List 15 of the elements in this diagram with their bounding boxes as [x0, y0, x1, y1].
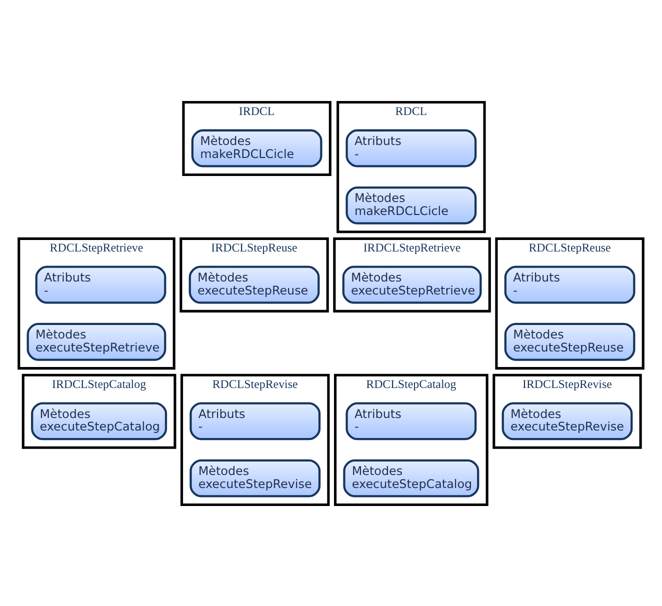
node-box: Mètodes executeStepReuse	[188, 265, 320, 304]
node-box: Atributs -	[504, 265, 636, 304]
node-box: Atributs -	[346, 128, 477, 167]
node-box: Mètodes executeStepRevise	[502, 402, 633, 440]
node-box: Mètodes makeRDCLCicle	[191, 128, 322, 167]
node-box: Mètodes executeStepRevise	[190, 458, 321, 497]
node-box: Mètodes executeStepRetrieve	[342, 265, 482, 304]
node-box: Atributs -	[346, 402, 477, 440]
node-box: Mètodes executeStepCatalog	[343, 458, 480, 497]
node-box: Mètodes executeStepRetrieve	[26, 322, 166, 360]
node-box: Atributs -	[190, 402, 321, 440]
node-box: Mètodes makeRDCLCicle	[346, 186, 477, 224]
node-box: Mètodes executeStepReuse	[504, 322, 636, 360]
node-box: Mètodes executeStepCatalog	[31, 402, 168, 440]
node-box: Atributs -	[35, 265, 166, 304]
